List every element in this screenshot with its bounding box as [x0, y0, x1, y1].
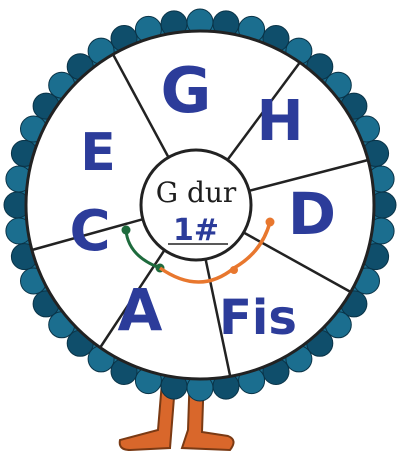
green-arc-start-dot — [122, 226, 131, 235]
note-h: H — [257, 89, 304, 154]
note-d: D — [288, 180, 336, 248]
orange-arc-mid-dot — [230, 266, 238, 274]
note-fis: Fis — [219, 290, 297, 346]
center-key-title: G dur — [156, 176, 237, 209]
center-key-signature: 1# — [173, 213, 219, 248]
note-c: C — [69, 199, 110, 264]
note-e: E — [80, 123, 116, 183]
note-g: G — [161, 54, 212, 127]
note-a: A — [118, 276, 163, 344]
orange-arc-end-dot — [266, 218, 275, 227]
